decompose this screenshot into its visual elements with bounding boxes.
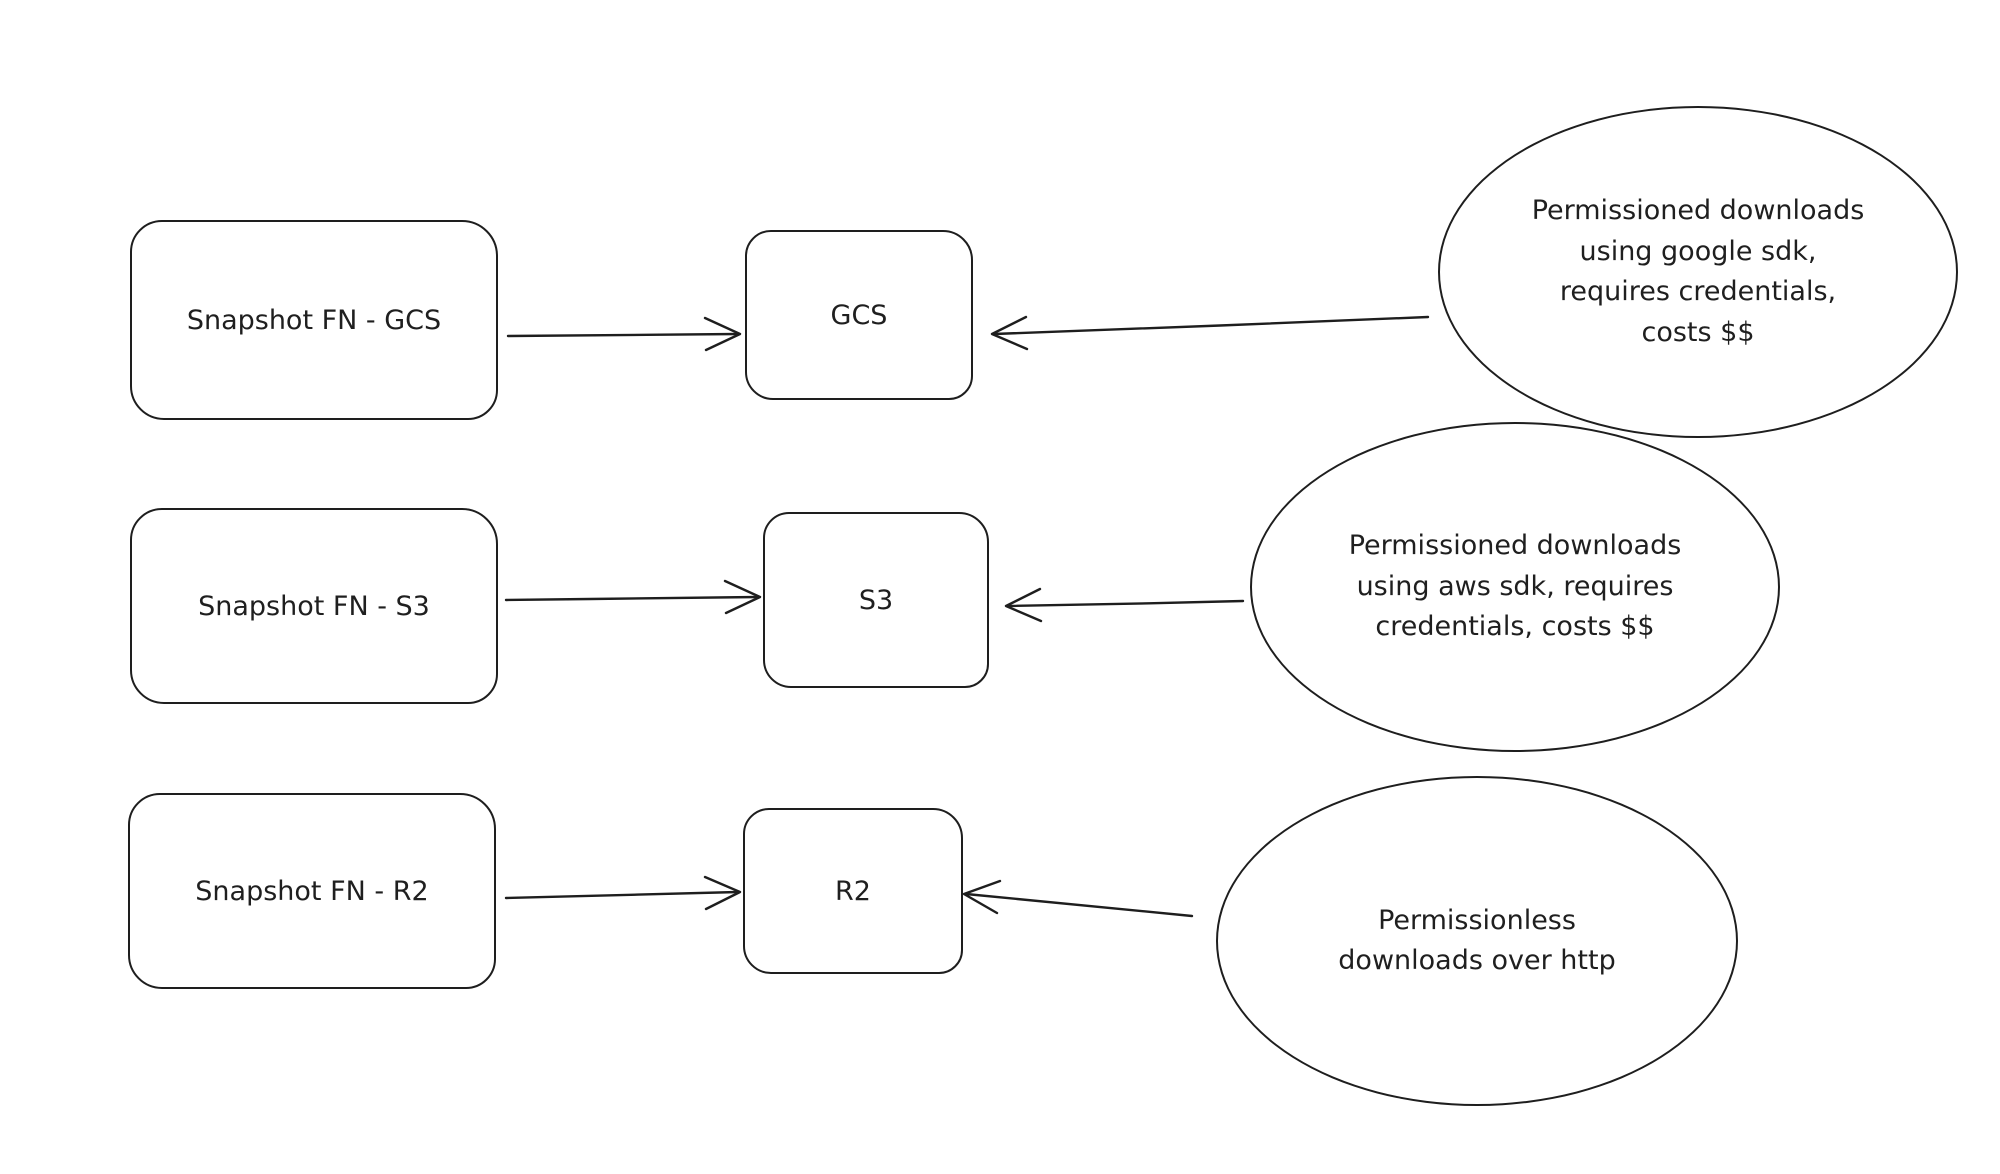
node-snapshot-fn-gcs: Snapshot FN - GCS (130, 220, 498, 420)
note-ellipse-gcs: Permissioned downloads using google sdk,… (1438, 106, 1958, 438)
note-ellipse-gcs-text: Permissioned downloads using google sdk,… (1531, 195, 1865, 348)
arrow-r2-note-to-r2 (962, 879, 1194, 918)
arrow-s3-note-to-s3 (1004, 587, 1245, 623)
note-ellipse-r2-text: Permissionless downloads over http (1338, 904, 1616, 977)
node-gcs: GCS (745, 230, 973, 400)
node-s3-label: S3 (858, 584, 894, 616)
arrow-snapshot-gcs-to-gcs (506, 316, 742, 352)
arrow-snapshot-s3-to-s3 (504, 579, 762, 615)
node-s3: S3 (763, 512, 989, 688)
node-snapshot-fn-s3-label: Snapshot FN - S3 (198, 590, 430, 622)
note-ellipse-r2: Permissionless downloads over http (1216, 776, 1738, 1106)
arrow-snapshot-r2-to-r2 (504, 875, 742, 911)
node-r2-label: R2 (835, 875, 871, 907)
note-ellipse-s3-text: Permissioned downloads using aws sdk, re… (1348, 530, 1682, 643)
node-r2: R2 (743, 808, 963, 974)
node-snapshot-fn-gcs-label: Snapshot FN - GCS (186, 304, 442, 336)
node-snapshot-fn-s3: Snapshot FN - S3 (130, 508, 498, 704)
note-ellipse-s3: Permissioned downloads using aws sdk, re… (1250, 422, 1780, 752)
arrow-gcs-note-to-gcs (990, 315, 1430, 351)
node-gcs-label: GCS (830, 299, 888, 331)
node-snapshot-fn-r2: Snapshot FN - R2 (128, 793, 496, 989)
node-snapshot-fn-r2-label: Snapshot FN - R2 (195, 875, 429, 907)
